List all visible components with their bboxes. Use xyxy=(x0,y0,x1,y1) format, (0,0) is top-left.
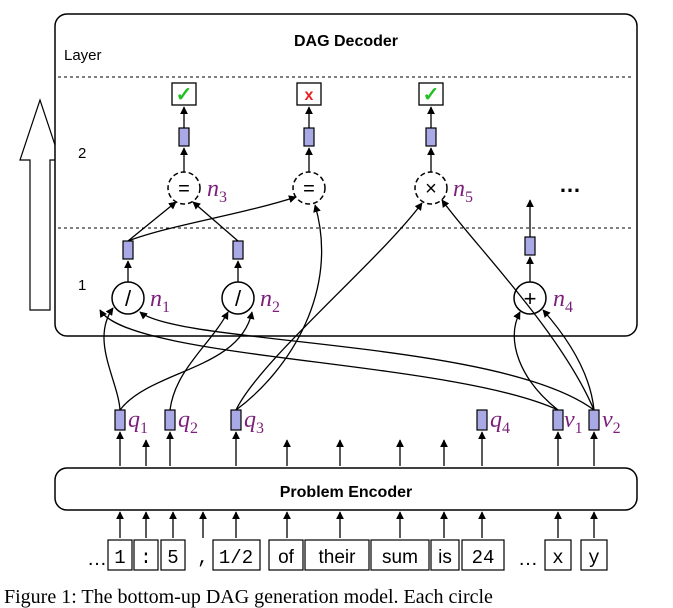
token-text: is xyxy=(438,547,452,568)
upward-arrow-icon xyxy=(19,98,61,311)
node-n3-label: n3 xyxy=(207,176,227,206)
ellipsis: … xyxy=(559,172,581,197)
cross-icon: x xyxy=(305,87,314,104)
input-label-q3: q3 xyxy=(244,407,264,437)
token-ellipsis-right: … xyxy=(518,548,538,570)
encoder-arrows xyxy=(116,431,598,466)
node-n2-op: / xyxy=(235,286,242,311)
layer-2-label: 2 xyxy=(78,145,86,162)
token-box xyxy=(580,539,608,571)
token-box xyxy=(160,539,186,571)
check-icon: ✓ xyxy=(423,84,440,106)
node-n2 xyxy=(221,281,255,315)
token-text: y xyxy=(588,547,599,569)
token-box xyxy=(268,539,304,571)
node-rep xyxy=(524,236,536,256)
node-n1-op: / xyxy=(125,286,132,311)
output-box-check-1 xyxy=(171,82,197,106)
layer-label: Layer xyxy=(64,47,102,64)
input-rep-v2 xyxy=(588,409,600,431)
encoder-box xyxy=(54,467,638,511)
token-box xyxy=(304,539,370,571)
token-box xyxy=(544,539,572,571)
token-text: sum xyxy=(382,547,418,568)
token-text: of xyxy=(278,547,295,568)
token-text: 5 xyxy=(167,547,178,569)
encoder-title: Problem Encoder xyxy=(280,484,412,501)
token-text: their xyxy=(319,547,357,568)
input-label-v1: v1 xyxy=(564,407,583,437)
node-n2-label: n2 xyxy=(260,286,280,316)
node-n5-op: × xyxy=(425,178,437,200)
node-rep xyxy=(178,127,190,147)
node-n4 xyxy=(513,281,547,315)
token-text: 1/2 xyxy=(219,547,253,569)
node-rep xyxy=(232,240,244,260)
token-text: 1 xyxy=(114,547,125,569)
input-rep-q1 xyxy=(114,409,126,431)
node-n5 xyxy=(414,171,448,205)
node-rep xyxy=(122,240,134,260)
node-n4-label: n4 xyxy=(553,286,573,316)
token-box xyxy=(133,539,159,571)
decoder-title: DAG Decoder xyxy=(294,33,398,50)
input-rep-q2 xyxy=(164,409,176,431)
caption: Figure 1: The bottom-up DAG generation m… xyxy=(4,586,493,608)
node-n1 xyxy=(111,281,145,315)
node-n1-label: n1 xyxy=(150,286,170,316)
input-rep-q3 xyxy=(230,409,242,431)
token-text: : xyxy=(140,547,151,569)
layer-1-label: 1 xyxy=(78,277,86,294)
node-unnamed-op: = xyxy=(303,178,315,200)
node-unnamed-equals xyxy=(292,171,326,205)
token-ellipsis-left: … xyxy=(87,548,107,570)
token-box xyxy=(461,539,505,571)
input-rep-v1 xyxy=(552,409,564,431)
token-box xyxy=(107,539,133,571)
input-label-v2: v2 xyxy=(602,407,621,437)
token-arrows xyxy=(116,511,598,538)
token-text: x xyxy=(552,547,563,569)
node-rep xyxy=(425,127,437,147)
token-box xyxy=(430,539,460,571)
token-box xyxy=(370,539,430,571)
token-text: , xyxy=(197,547,208,569)
check-icon: ✓ xyxy=(176,84,193,106)
node-n3 xyxy=(167,171,201,205)
token-box xyxy=(212,539,261,571)
input-label-q1: q1 xyxy=(128,407,148,437)
output-box-cross xyxy=(296,82,322,106)
decoder-box xyxy=(54,13,638,337)
node-n3-op: = xyxy=(178,178,190,200)
node-n5-label: n5 xyxy=(453,176,473,206)
input-label-q2: q2 xyxy=(178,407,198,437)
node-rep xyxy=(303,127,315,147)
input-label-q4: q4 xyxy=(490,407,510,437)
token-text: 24 xyxy=(472,547,495,569)
output-box-check-2 xyxy=(418,82,444,106)
input-rep-q4 xyxy=(476,409,488,431)
